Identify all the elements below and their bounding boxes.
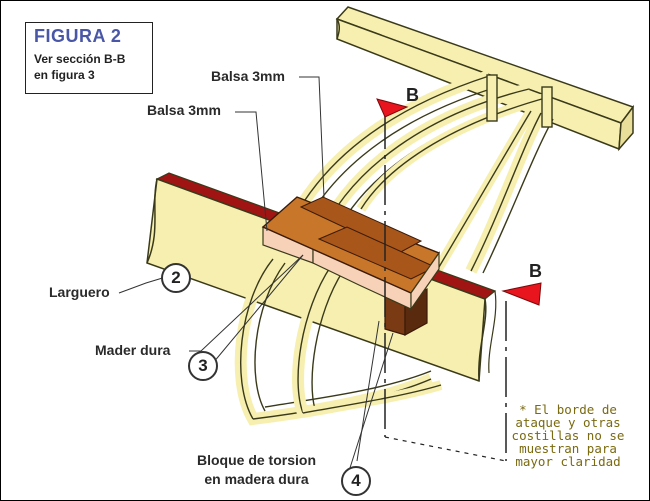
leader-lines [118, 76, 394, 472]
note-line2: ataque y otras [515, 415, 621, 430]
label-larguero: Larguero [49, 284, 110, 300]
figure-subtitle-line1: Ver sección B-B [34, 52, 126, 66]
torsion-block-assembly [261, 196, 441, 337]
section-mark-b-top: B [406, 85, 419, 105]
label-bloque-line2: en madera dura [204, 471, 309, 487]
label-bloque-line1: Bloque de torsion [197, 452, 316, 468]
label-balsa-top: Balsa 3mm [211, 68, 285, 84]
label-balsa-left: Balsa 3mm [147, 102, 221, 118]
clarity-note: * El borde de ataque y otras costillas n… [501, 403, 635, 468]
section-mark-b-right: B [529, 261, 542, 281]
callout-3: 3 [188, 351, 218, 381]
callout-2: 2 [161, 263, 191, 293]
note-line4: muestran para [519, 441, 617, 456]
label-bloque-torsion: Bloque de torsion en madera dura [197, 451, 316, 489]
note-line1: * El borde de [519, 402, 617, 417]
label-mader-dura: Mader dura [95, 342, 171, 358]
note-line3: costillas no se [511, 428, 625, 443]
section-markers [376, 98, 542, 462]
figure-title: FIGURA 2 [34, 26, 122, 46]
note-line5: mayor claridad [515, 454, 621, 469]
title-box: FIGURA 2 Ver sección B-B en figura 3 [25, 22, 153, 94]
callout-4: 4 [341, 466, 371, 496]
figure-subtitle-line2: en figura 3 [34, 68, 95, 82]
